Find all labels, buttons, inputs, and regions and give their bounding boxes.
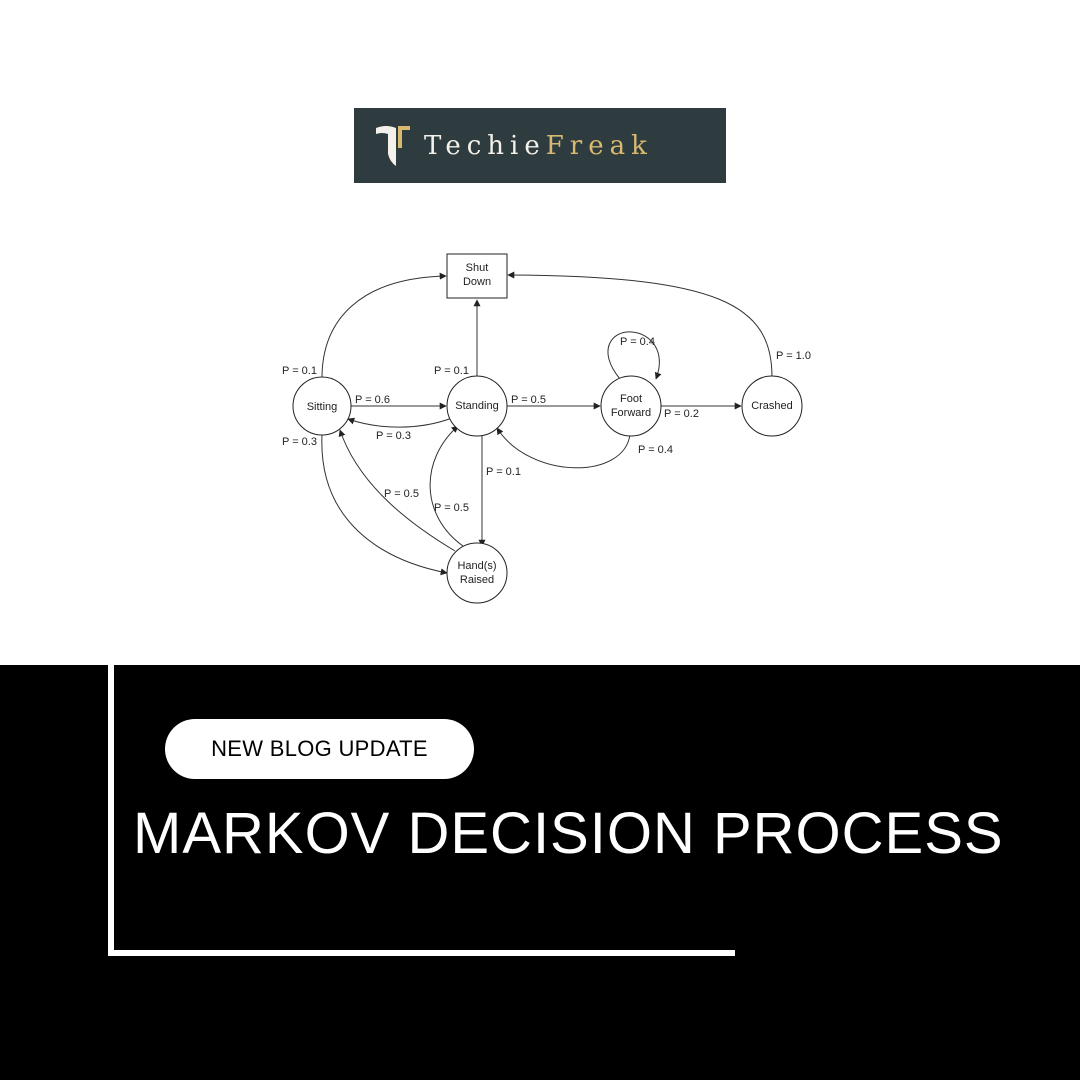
- label-standing-to-hands: P = 0.1: [486, 466, 521, 478]
- label-sitting-to-hands: P = 0.3: [282, 436, 317, 448]
- edge-footforward-to-standing: [496, 427, 631, 469]
- brand-name-part2: Freak: [545, 130, 653, 161]
- node-hands-raised-line1: Hand(s): [457, 560, 496, 572]
- edge-standing-to-sitting: [347, 417, 453, 428]
- node-foot-forward: Foot Forward: [600, 375, 662, 437]
- banner-frame-horizontal: [108, 950, 735, 956]
- blog-banner: [0, 665, 1080, 1080]
- banner-frame-vertical: [108, 665, 114, 956]
- label-standing-to-footforward: P = 0.5: [511, 394, 546, 406]
- edge-hands-to-standing: [429, 425, 464, 547]
- label-sitting-to-standing: P = 0.6: [355, 394, 390, 406]
- label-hands-to-standing: P = 0.5: [434, 502, 469, 514]
- label-footforward-to-standing: P = 0.4: [638, 444, 673, 456]
- node-shut-down: Shut Down: [446, 253, 508, 299]
- edge-crashed-to-shutdown: [507, 271, 773, 378]
- label-sitting-to-shutdown: P = 0.1: [282, 365, 317, 377]
- new-blog-update-tag: NEW BLOG UPDATE: [165, 719, 474, 779]
- edge-sitting-to-hands: [321, 433, 448, 576]
- node-shut-down-line1: Shut: [466, 262, 489, 274]
- edge-hands-to-sitting: [338, 429, 456, 552]
- edge-footforward-self: [607, 331, 662, 380]
- label-footforward-self: P = 0.4: [620, 336, 655, 348]
- label-hands-to-sitting: P = 0.5: [384, 488, 419, 500]
- node-shut-down-line2: Down: [463, 276, 491, 288]
- edge-sitting-to-shutdown: [321, 272, 447, 379]
- node-hands-raised-line2: Raised: [460, 574, 494, 586]
- brand-name-part1: Techie: [424, 130, 546, 161]
- label-standing-to-sitting: P = 0.3: [376, 430, 411, 442]
- label-standing-to-shutdown: P = 0.1: [434, 365, 469, 377]
- brand-mark-icon: [376, 126, 410, 166]
- label-crashed-to-shutdown: P = 1.0: [776, 350, 811, 362]
- markov-state-diagram: Shut Down Sitting Standing Foot Forward …: [282, 253, 811, 604]
- node-sitting-label: Sitting: [307, 401, 338, 413]
- node-foot-forward-line2: Forward: [611, 407, 651, 419]
- node-hands-raised: Hand(s) Raised: [446, 542, 508, 604]
- label-footforward-to-crashed: P = 0.2: [664, 408, 699, 420]
- node-foot-forward-line1: Foot: [620, 393, 642, 405]
- node-crashed: Crashed: [741, 375, 803, 437]
- node-sitting: Sitting: [292, 376, 352, 436]
- node-standing-label: Standing: [455, 400, 498, 412]
- page-title: MARKOV DECISION PROCESS: [133, 801, 1004, 866]
- node-crashed-label: Crashed: [751, 400, 793, 412]
- node-standing: Standing: [446, 375, 508, 437]
